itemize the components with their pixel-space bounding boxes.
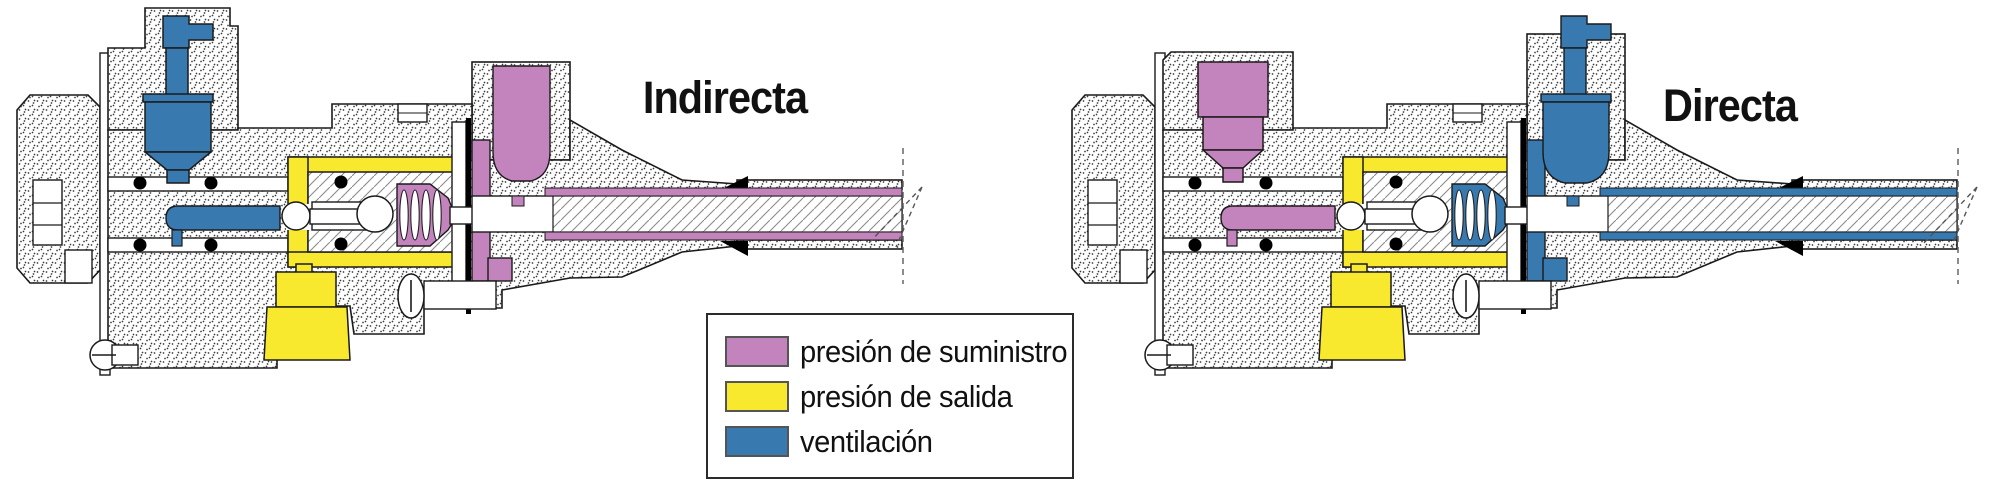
o-ring [204, 176, 218, 190]
plug-dome [492, 65, 551, 182]
spring-coil [1454, 189, 1464, 241]
spring-coil [399, 189, 409, 241]
o-ring [133, 176, 147, 190]
legend-row-salida: presión de salida [725, 380, 1072, 412]
actuator-stem-hatch [1607, 195, 1958, 233]
plug-body [1202, 116, 1264, 151]
nozzle [1566, 195, 1580, 207]
o-ring [1188, 238, 1202, 252]
seat-ball [1336, 201, 1366, 231]
output-pressure-swatch [725, 380, 789, 412]
pressure-foot [487, 257, 513, 282]
fitting-body [144, 101, 212, 153]
shaft-line-bottom [1599, 231, 1958, 241]
main-ball [1411, 195, 1449, 233]
output-chamber-top [1342, 156, 1509, 174]
plug-tip [1222, 167, 1244, 183]
spring-coil [421, 189, 431, 241]
wedge-top [1775, 176, 1803, 190]
spring-coil [1487, 189, 1497, 241]
output-port-upper [1330, 271, 1392, 308]
flange-bolt [32, 179, 63, 246]
wedge-bottom [720, 241, 748, 256]
flange-block [64, 249, 93, 284]
seat-ball [281, 201, 311, 231]
spring-coil [432, 189, 442, 241]
fitting-body [1542, 101, 1610, 184]
rod-tab [1226, 229, 1238, 247]
screw-bar [1478, 280, 1552, 310]
flange-bolt [1087, 179, 1118, 246]
spring-coil [410, 189, 420, 241]
pressure-slab-lower [471, 226, 491, 282]
pressure-slab-upper [471, 139, 491, 198]
output-port-lower [263, 306, 351, 361]
vent-swatch [725, 425, 789, 457]
spring-coil [1465, 189, 1475, 241]
diaphragm-clamp [1506, 121, 1522, 287]
o-ring [204, 238, 218, 252]
vent-stem [1563, 47, 1587, 99]
o-ring [334, 237, 348, 251]
break-mark [867, 186, 923, 248]
ball-stem [1364, 208, 1420, 225]
diagram-title-indirecta: Indirecta [642, 72, 808, 123]
diaphragm-clamp [451, 121, 467, 287]
supply-pressure-swatch [725, 335, 789, 367]
fitting-flare [142, 93, 214, 103]
fitting-flare [1540, 93, 1612, 103]
plug-head [1197, 61, 1269, 118]
main-ball [356, 195, 394, 233]
actuator-stem-hatch [552, 195, 903, 233]
o-ring [133, 238, 147, 252]
break-mark [1922, 186, 1978, 248]
diagram-title-directa: Directa [1663, 80, 1798, 131]
valve-directa [1071, 15, 1978, 376]
o-ring [1259, 238, 1273, 252]
spring-coil [1476, 189, 1486, 241]
vent-label: ventilación [800, 423, 933, 459]
o-ring [1389, 175, 1403, 189]
pilot-rod [165, 205, 281, 231]
output-port-lower [1318, 306, 1406, 361]
o-ring [1188, 176, 1202, 190]
legend-row-suministro: presión de suministro [725, 335, 1072, 367]
legend-box: presión de suministro presión de salida … [706, 313, 1074, 479]
supply-pressure-label: presión de suministro [800, 333, 1068, 369]
flange-block [1119, 249, 1148, 284]
output-chamber-top [287, 156, 454, 174]
shaft-wall-bottom [736, 239, 903, 250]
rod-tab [171, 229, 183, 247]
pilot-rod [1220, 205, 1336, 231]
o-ring [1259, 176, 1273, 190]
fitting-tip [166, 169, 190, 184]
screw-bar [423, 280, 497, 310]
valve-indirecta [16, 7, 923, 376]
o-ring [334, 175, 348, 189]
legend-row-ventilacion: ventilación [725, 425, 1072, 457]
shaft-line-top [1599, 187, 1958, 197]
o-ring [1389, 237, 1403, 251]
nozzle [511, 195, 525, 207]
vent-stem [165, 47, 189, 99]
wedge-bottom [1775, 241, 1803, 256]
shaft-line-bottom [544, 231, 903, 241]
wedge-top [720, 176, 748, 190]
ball-stem [309, 208, 365, 225]
output-pressure-label: presión de salida [800, 378, 1013, 414]
shaft-wall-bottom [1791, 239, 1958, 250]
shaft-line-top [544, 187, 903, 197]
output-port-upper [275, 271, 337, 308]
pressure-foot [1542, 257, 1568, 282]
